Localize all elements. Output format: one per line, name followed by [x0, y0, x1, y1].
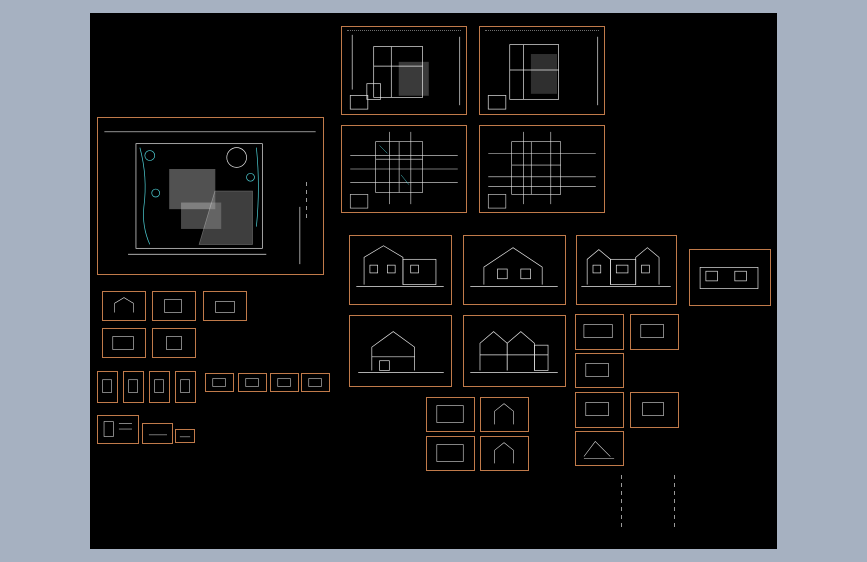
sheet-detail-18[interactable] — [480, 397, 529, 432]
sheet-detail-26[interactable] — [575, 431, 624, 466]
sheet-detail-24[interactable] — [575, 392, 624, 428]
sheet-site-plan[interactable] — [97, 117, 324, 275]
sheet-detail-8[interactable] — [149, 371, 170, 403]
sheet-detail-1[interactable] — [102, 291, 146, 321]
sheet-detail-20[interactable] — [480, 436, 529, 471]
sheet-first-floor-plan[interactable] — [341, 26, 467, 115]
sheet-detail-5[interactable] — [152, 328, 196, 358]
sheet-detail-14[interactable] — [97, 415, 139, 444]
legend-notes-2 — [672, 471, 682, 527]
dimension-chain — [484, 27, 600, 31]
sheet-detail-10[interactable] — [205, 373, 234, 392]
sheet-detail-19[interactable] — [426, 436, 475, 471]
sheet-detail-7[interactable] — [123, 371, 144, 403]
sheet-second-floor-plan[interactable] — [479, 26, 605, 115]
sheet-section-a[interactable] — [349, 315, 452, 387]
sheet-detail-11[interactable] — [238, 373, 267, 392]
sheet-detail-25[interactable] — [630, 392, 679, 428]
sheet-detail-12[interactable] — [270, 373, 299, 392]
sheet-detail-21[interactable] — [575, 314, 624, 350]
sheet-side-elevation[interactable] — [463, 235, 566, 305]
sheet-front-elevation[interactable] — [349, 235, 452, 305]
sheet-detail-elevation[interactable] — [689, 249, 771, 306]
sheet-second-floor-dimensioned-plan[interactable] — [479, 125, 605, 213]
sheet-detail-17[interactable] — [426, 397, 475, 432]
legend-notes-1 — [619, 471, 629, 527]
sheet-detail-9[interactable] — [175, 371, 196, 403]
sheet-detail-16[interactable] — [175, 429, 195, 443]
sheet-section-b[interactable] — [463, 315, 566, 387]
sheet-detail-15[interactable] — [142, 423, 173, 444]
cad-model-space[interactable]: ????? ??? ???? ????????????? — [90, 13, 777, 549]
sheet-rear-elevation[interactable] — [576, 235, 677, 305]
sheet-detail-4[interactable] — [102, 328, 146, 358]
sheet-detail-6[interactable] — [97, 371, 118, 403]
dimension-chain — [346, 27, 462, 31]
sheet-detail-22[interactable] — [630, 314, 679, 350]
general-notes — [304, 178, 314, 218]
sheet-first-floor-dimensioned-plan[interactable] — [341, 125, 467, 213]
sheet-detail-2[interactable] — [152, 291, 196, 321]
sheet-detail-23[interactable] — [575, 353, 624, 388]
sheet-detail-13[interactable] — [301, 373, 330, 392]
sheet-detail-3[interactable] — [203, 291, 247, 321]
